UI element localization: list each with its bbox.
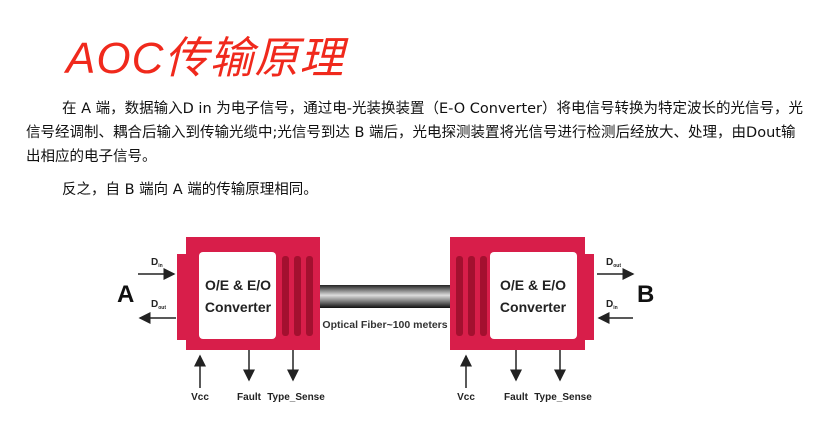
svg-text:Vcc: Vcc	[191, 392, 209, 403]
fiber-label: Optical Fiber~100 meters	[322, 319, 447, 331]
converter-module-a: O/E & E/O Converter	[177, 237, 320, 350]
svg-text:Fault: Fault	[504, 392, 529, 403]
converter-module-b: O/E & E/O Converter	[450, 237, 594, 350]
paragraph-reverse: 反之，自 B 端向 A 端的传输原理相同。	[62, 182, 318, 198]
svg-text:Din: Din	[151, 257, 163, 269]
svg-text:Converter: Converter	[205, 299, 272, 315]
page-title: AOC传输原理	[66, 34, 345, 83]
svg-text:Vcc: Vcc	[457, 392, 475, 403]
svg-text:Fault: Fault	[237, 392, 262, 403]
paragraph-transmission: 在 A 端，数据输入D in 为电子信号，通过电-光装换装置（E-O Conve…	[26, 101, 804, 165]
svg-text:Type_Sense: Type_Sense	[267, 392, 325, 403]
end-a-label: A	[117, 281, 134, 308]
svg-text:Dout: Dout	[606, 257, 621, 269]
svg-text:Type_Sense: Type_Sense	[534, 392, 592, 403]
end-b-label: B	[637, 281, 654, 308]
svg-text:Dout: Dout	[151, 299, 166, 311]
svg-text:Din: Din	[606, 299, 618, 311]
optical-fiber	[318, 285, 452, 308]
svg-text:O/E & E/O: O/E & E/O	[500, 277, 566, 293]
svg-text:Converter: Converter	[500, 299, 567, 315]
svg-text:O/E & E/O: O/E & E/O	[205, 277, 271, 293]
